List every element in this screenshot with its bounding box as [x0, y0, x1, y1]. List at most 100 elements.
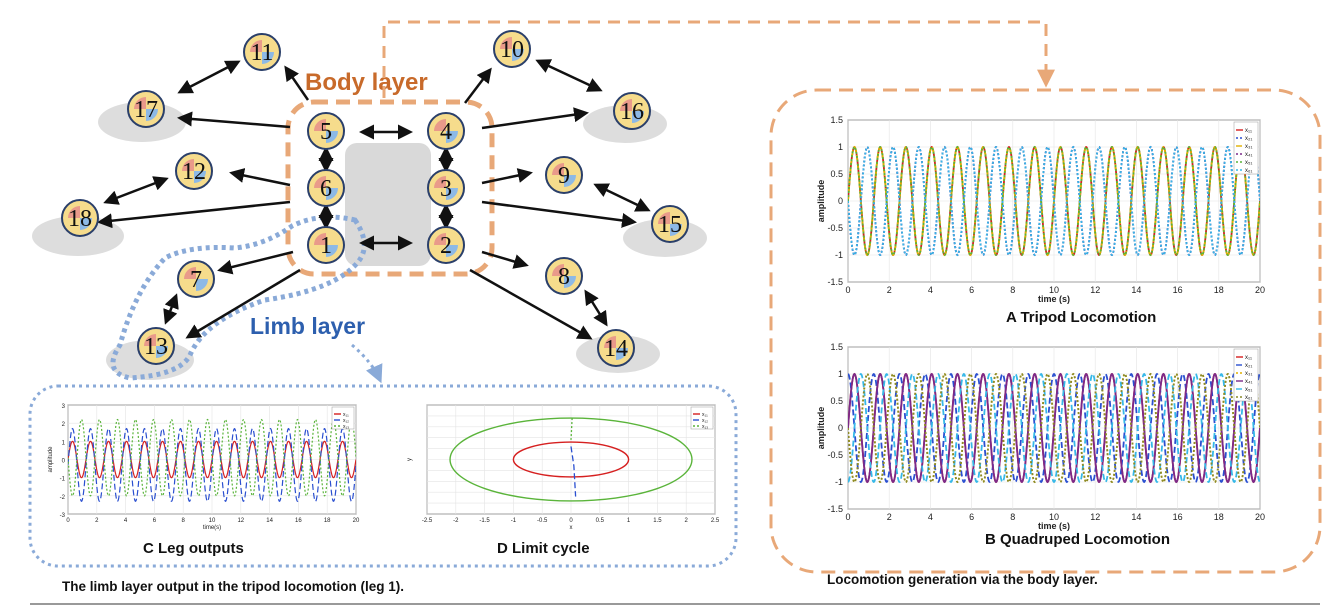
x-tick-label: 4: [928, 512, 933, 522]
edge-5-17: [177, 111, 291, 129]
x-tick-label: -2: [453, 518, 459, 524]
y-axis-title: amplitude: [48, 446, 54, 473]
node-pie-red: [552, 163, 564, 175]
y-tick-label: 1: [62, 440, 66, 446]
x-tick-label: 12: [1090, 285, 1100, 295]
y-tick-label: 3: [62, 404, 66, 410]
node-pie-red: [620, 99, 632, 111]
robot-body-shape: [345, 143, 431, 266]
node-label: 13: [144, 334, 168, 360]
x-tick-label: 10: [1049, 512, 1059, 522]
edge-3-15: [481, 200, 637, 228]
legend-label: x₁₃: [343, 424, 349, 430]
y-tick-label: 1.5: [830, 115, 843, 125]
y-tick-label: 1: [838, 369, 843, 379]
node-pie-blue: [326, 188, 338, 200]
node-1: 1: [307, 226, 345, 264]
x-tick-label: 16: [1173, 285, 1183, 295]
y-tick-label: 2: [62, 422, 66, 428]
x-tick-label: 2: [685, 518, 689, 524]
x-tick-label: 18: [324, 518, 331, 524]
x-tick-label: 6: [969, 285, 974, 295]
y-axis-title: y: [407, 458, 413, 461]
x-tick-label: 0.5: [596, 518, 605, 524]
y-axis-title: amplitude: [816, 180, 826, 223]
x-tick-label: 1: [627, 518, 631, 524]
node-pie-red: [314, 176, 326, 188]
legend-box: [1233, 348, 1259, 402]
series-line-x₅₁: [848, 372, 1260, 484]
x-tick-label: 2: [887, 285, 892, 295]
network-edges: [97, 59, 651, 340]
node-label: 11: [250, 40, 273, 66]
node-label: 16: [620, 99, 644, 125]
x-tick-label: 4: [928, 285, 933, 295]
node-label: 5: [320, 119, 332, 145]
node-pie-red: [552, 264, 564, 276]
x-axis-title: x: [570, 525, 573, 531]
edge-9-15: [593, 183, 651, 212]
node-pie-blue: [326, 245, 338, 257]
edge-6-18: [97, 200, 291, 229]
node-pie-blue: [632, 111, 644, 123]
x-tick-label: 14: [266, 518, 273, 524]
series-group: [848, 145, 1260, 257]
node-pie-red: [314, 119, 326, 131]
node-pie-red: [184, 267, 196, 279]
x-tick-label: 8: [182, 518, 186, 524]
node-label: 2: [440, 233, 452, 259]
x-tick-label: 6: [969, 512, 974, 522]
legend-label: x₄₁: [1245, 152, 1252, 158]
x-axis-title: time (s): [1038, 521, 1070, 531]
node-pie-red: [434, 233, 446, 245]
node-label: 6: [320, 176, 332, 202]
node-pie-blue: [446, 188, 458, 200]
legend-label: x₁₁: [1245, 128, 1252, 134]
legend-box: [331, 406, 355, 430]
x-tick-label: 2: [95, 518, 99, 524]
node-label: 17: [134, 97, 158, 123]
node-8: 8: [545, 257, 583, 295]
y-axis-title: amplitude: [816, 407, 826, 450]
legend-label: x₂₁: [1245, 136, 1252, 142]
y-tick-label: -1.5: [827, 277, 843, 287]
limit-cycle-x₁₁: [512, 441, 630, 478]
chart-caption: C Leg outputs: [143, 540, 244, 557]
x-tick-label: 0: [845, 512, 850, 522]
x-tick-label: 4: [124, 518, 128, 524]
node-pie-blue: [564, 276, 576, 288]
legend-box: [690, 406, 714, 430]
node-6: 6: [307, 169, 345, 207]
y-tick-label: -1: [835, 250, 843, 260]
x-tick-label: 20: [1255, 285, 1265, 295]
x-tick-label: 2: [887, 512, 892, 522]
footer-right-caption: Locomotion generation via the body layer…: [827, 572, 1098, 587]
node-10: 10: [493, 30, 531, 68]
node-label: 8: [558, 264, 570, 290]
x-axis-title: time (s): [1038, 294, 1070, 304]
node-label: 4: [440, 119, 452, 145]
series-line-x₆₁: [848, 372, 1260, 484]
edge-2-14: [469, 268, 593, 340]
x-tick-label: -0.5: [537, 518, 548, 524]
series-group: [449, 417, 693, 502]
node-pie-red: [182, 159, 194, 171]
node-pie-blue: [194, 171, 206, 183]
x-tick-label: 2.5: [711, 518, 720, 524]
limb-layer-boundary: [110, 214, 367, 381]
edge-4-16: [481, 107, 589, 130]
chart-caption: A Tripod Locomotion: [1006, 309, 1156, 326]
y-tick-label: 0: [838, 196, 843, 206]
x-tick-label: 12: [1090, 512, 1100, 522]
edge-6-12: [229, 168, 291, 187]
legend-label: x₁₂: [702, 418, 708, 424]
legend-label: x₅₁: [1245, 160, 1252, 166]
x-tick-label: 0: [66, 518, 70, 524]
